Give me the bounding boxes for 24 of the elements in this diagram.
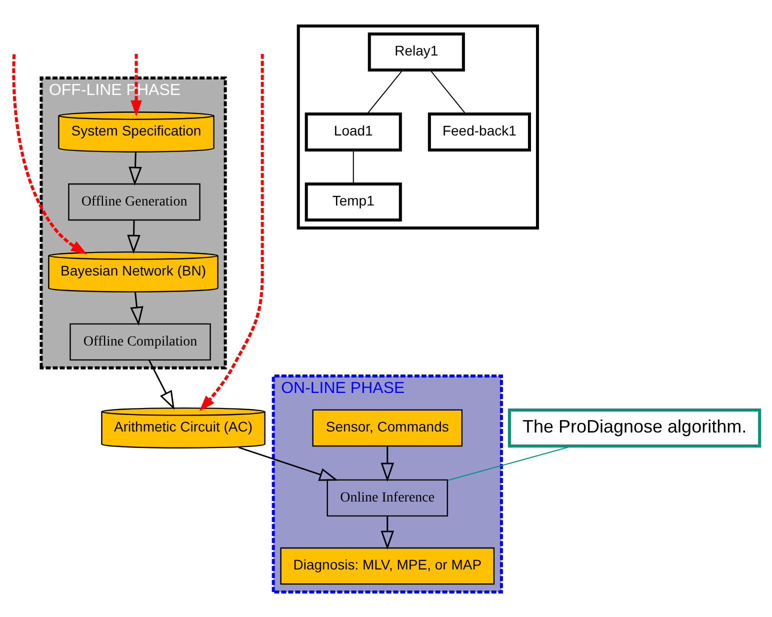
node-box: Offline Generation: [68, 182, 200, 220]
node-box: Diagnosis: MLV, MPE, or MAP: [280, 546, 495, 584]
arrow: [380, 516, 394, 550]
arrow: [12, 54, 88, 254]
arrow: [199, 53, 264, 411]
cluster: [296, 24, 539, 229]
node-box: Feed-back1: [428, 112, 531, 151]
node-box: Temp1: [304, 182, 402, 221]
node-box: The ProDiagnose algorithm.: [508, 408, 762, 447]
arrow: [127, 220, 140, 254]
arrow: [130, 53, 142, 116]
node-box: Offline Compilation: [70, 322, 211, 360]
arrow: [148, 360, 175, 410]
arrow: [380, 446, 394, 482]
node-box: Online Inference: [326, 478, 448, 516]
connector: [352, 149, 354, 184]
connector: [430, 69, 466, 114]
arrow: [128, 151, 142, 186]
node-box: Sensor, Commands: [312, 408, 463, 446]
node-box: Load1: [304, 112, 402, 151]
node-box: Relay1: [368, 32, 465, 72]
arrow: [130, 291, 144, 326]
arrow: [238, 446, 338, 480]
connector: [366, 69, 403, 114]
